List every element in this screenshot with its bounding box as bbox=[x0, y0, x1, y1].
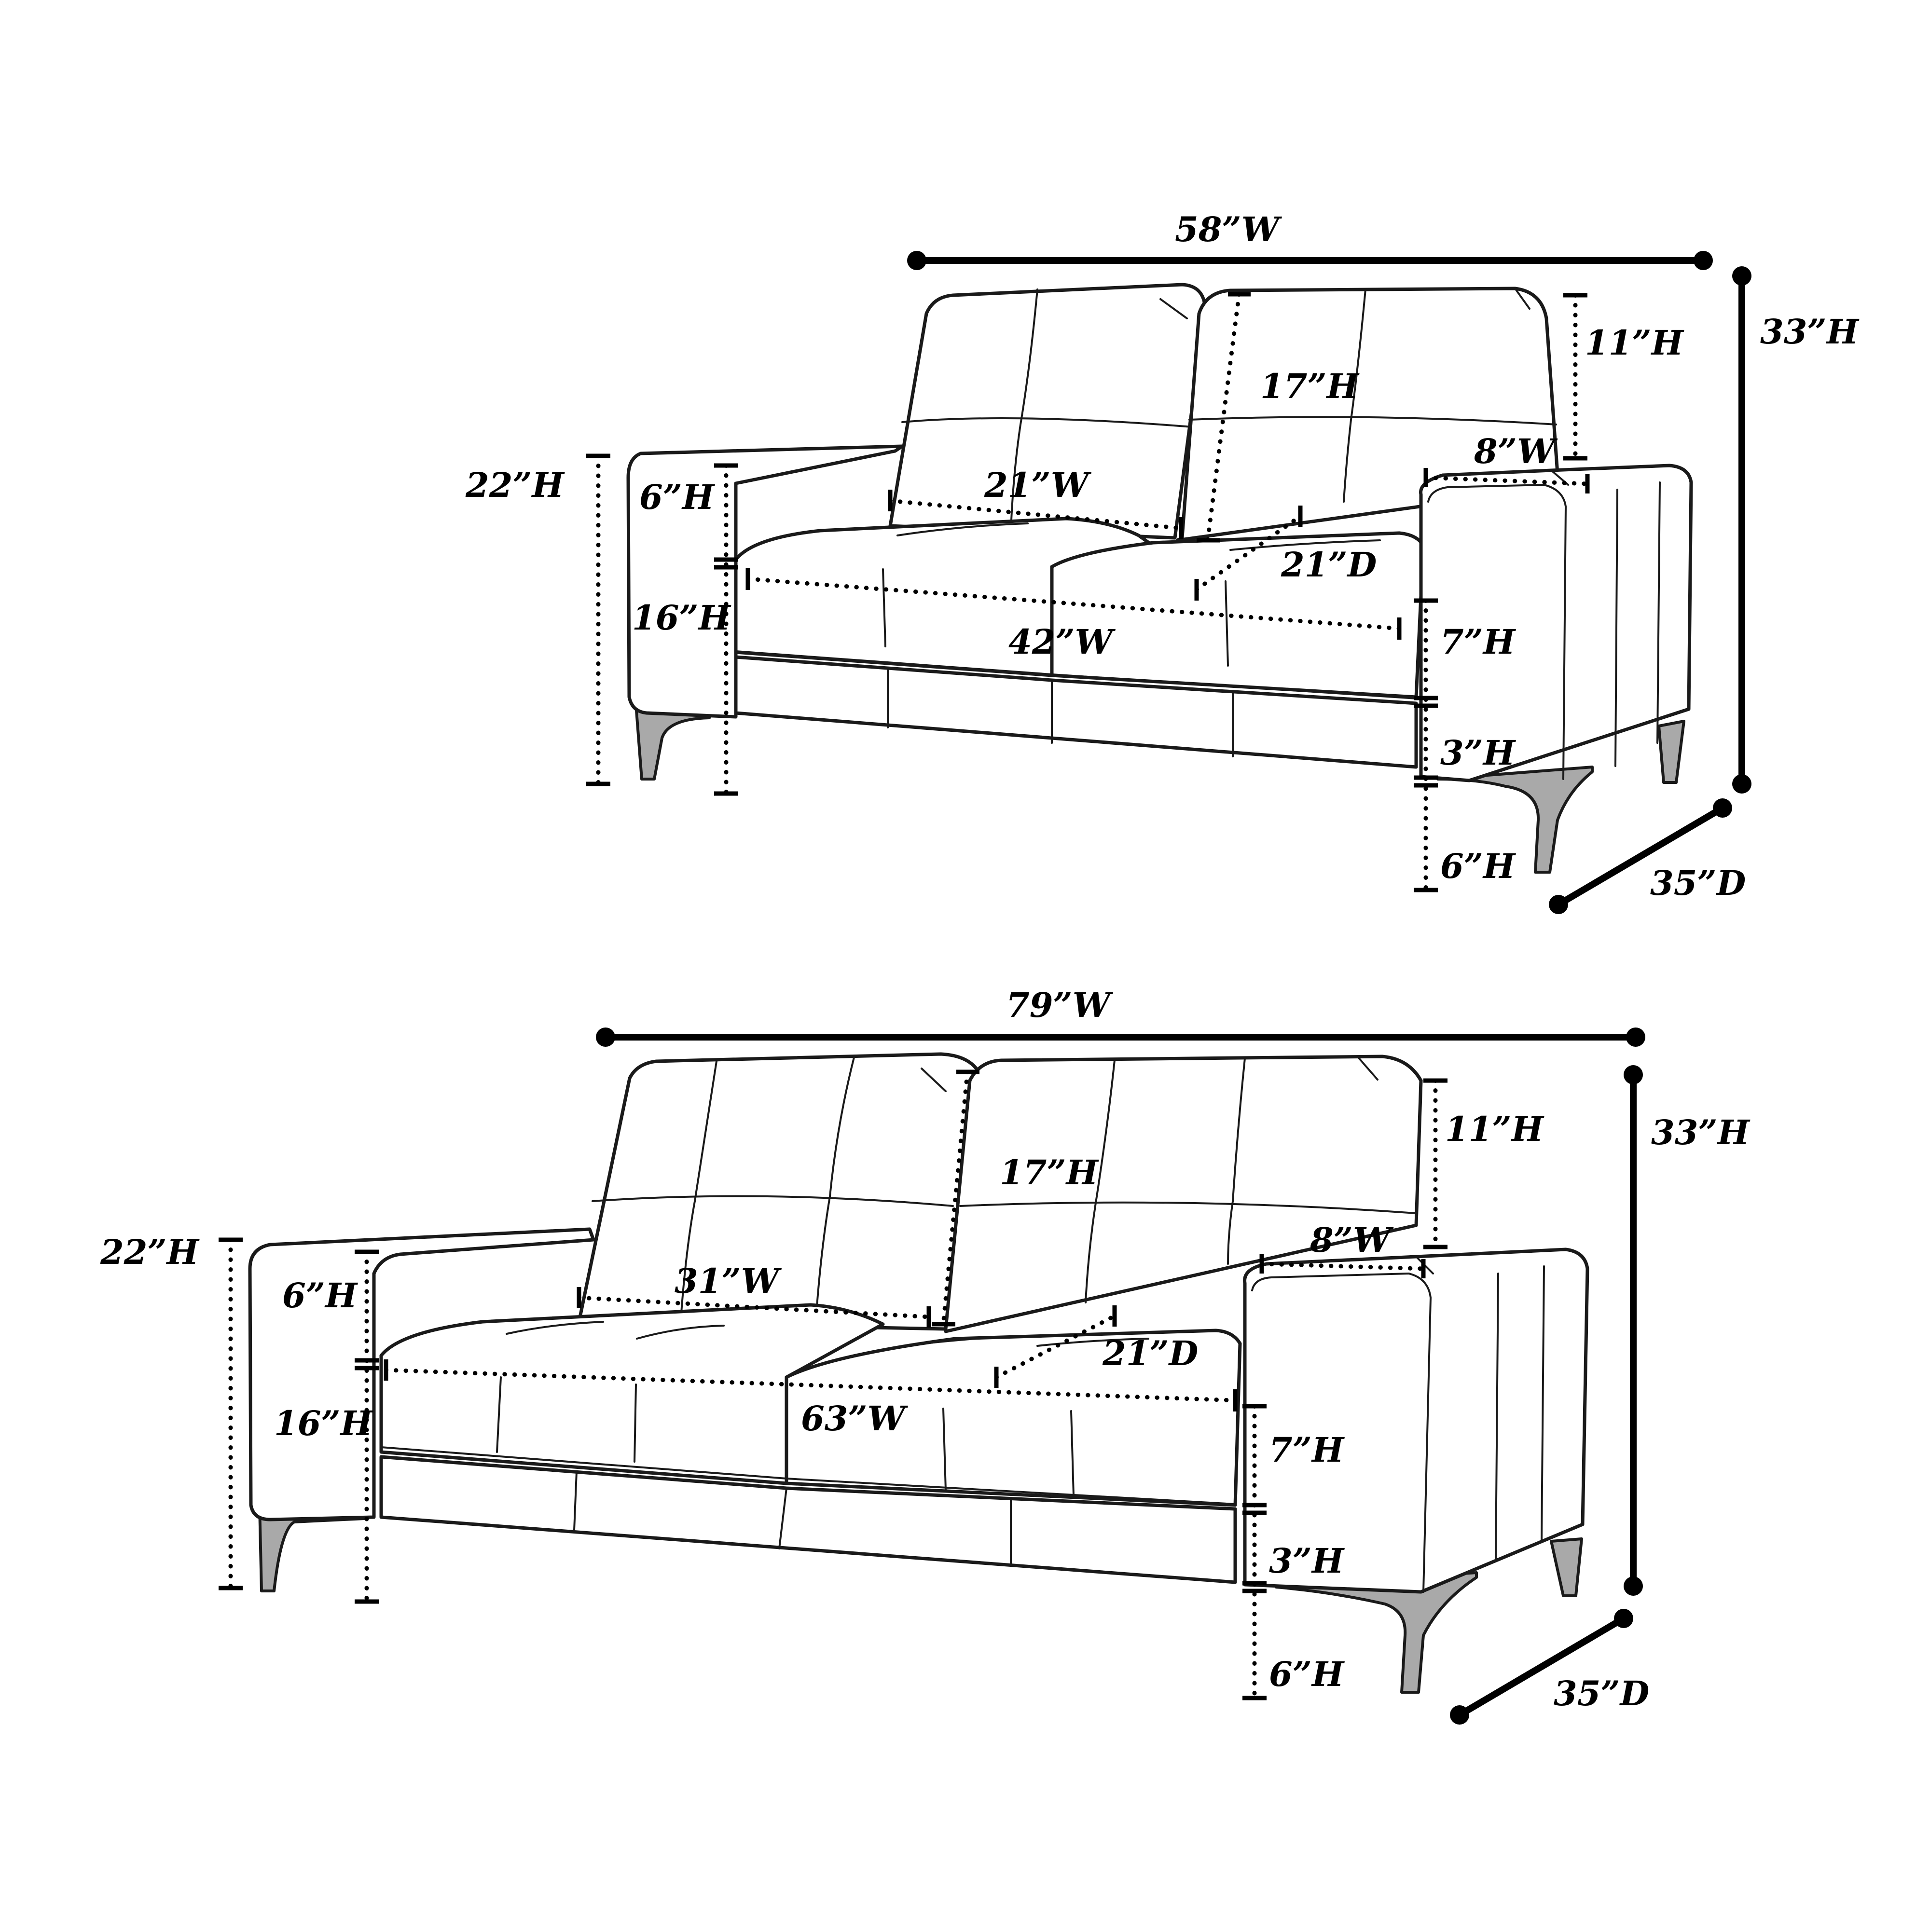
loveseat-leg-front-right bbox=[1436, 766, 1594, 874]
sofa-arm-width-label: 8”W bbox=[1310, 1220, 1394, 1260]
sofa-labels: 79”W 33”H 11”H 17”H 8”W 22”H 6”H 31”W 21… bbox=[100, 985, 1751, 1713]
loveseat-overall-width-label: 58”W bbox=[1175, 209, 1282, 249]
loveseat-seat-height-label: 16”H bbox=[632, 598, 731, 638]
sofa-leg-height-label: 6”H bbox=[1269, 1654, 1345, 1694]
sofa-overall-depth-label: 35”D bbox=[1554, 1673, 1650, 1713]
loveseat-seat-width-label: 42”W bbox=[1008, 622, 1116, 662]
loveseat-right-arm bbox=[1419, 464, 1693, 782]
sofa-arm-height-label: 22”H bbox=[100, 1232, 200, 1272]
loveseat-dimensions bbox=[586, 251, 1751, 914]
sofa-leg-front-left bbox=[258, 1504, 368, 1592]
loveseat-cushion-thickness-label: 7”H bbox=[1440, 622, 1516, 662]
sofa-base-thickness-label: 3”H bbox=[1269, 1541, 1345, 1581]
sofa-base bbox=[379, 1455, 1237, 1584]
sofa-seat-depth-label: 21”D bbox=[1102, 1333, 1199, 1373]
loveseat-arm-width-label: 8”W bbox=[1474, 431, 1558, 471]
sofa-overall-height-label: 33”H bbox=[1651, 1112, 1751, 1152]
sofa-back-top-height-label: 11”H bbox=[1445, 1109, 1544, 1149]
loveseat-labels: 58”W 33”H 11”H 17”H 8”W 22”H 6”H 21”W 21… bbox=[465, 209, 1860, 903]
sofa-left-arm bbox=[248, 1227, 595, 1521]
loveseat-arm-above-seat-label: 6”H bbox=[639, 477, 715, 517]
sofa-cushion-thickness-label: 7”H bbox=[1269, 1430, 1345, 1470]
sofa-back-cushion-height-label: 17”H bbox=[1000, 1152, 1099, 1192]
loveseat-base bbox=[734, 655, 1418, 769]
loveseat-drawing bbox=[626, 283, 1693, 874]
loveseat-back-cushion-height-label: 17”H bbox=[1260, 366, 1360, 406]
loveseat-overall-depth-label: 35”D bbox=[1650, 863, 1746, 903]
sofa-back-cushion-width-label: 31”W bbox=[675, 1261, 782, 1301]
loveseat-leg-height-label: 6”H bbox=[1440, 846, 1516, 886]
sofa-seat-width-label: 63”W bbox=[801, 1398, 909, 1439]
sofa-overall-width-label: 79”W bbox=[1006, 985, 1114, 1025]
sofa-seat-cushion-left bbox=[379, 1303, 885, 1485]
loveseat-arm-height-label: 22”H bbox=[465, 465, 565, 505]
loveseat-overall-height-label: 33”H bbox=[1760, 312, 1860, 352]
loveseat-seat-depth-label: 21”D bbox=[1281, 545, 1377, 585]
sofa-right-arm bbox=[1243, 1247, 1589, 1594]
loveseat-base-thickness-label: 3”H bbox=[1440, 733, 1516, 773]
loveseat-leg-back-right bbox=[1657, 720, 1685, 784]
sofa-leg-front-right bbox=[1275, 1571, 1478, 1694]
loveseat-back-cushion-width-label: 21”W bbox=[984, 465, 1092, 505]
sofa-back-cushion-left bbox=[577, 1052, 981, 1331]
sofa-dimensions bbox=[219, 1028, 1645, 1725]
sofa-drawing bbox=[248, 1052, 1589, 1694]
loveseat-left-arm bbox=[626, 444, 904, 719]
loveseat-back-top-height-label: 11”H bbox=[1585, 323, 1684, 363]
sofa-leg-back-right bbox=[1550, 1537, 1583, 1597]
sofa-seat-height-label: 16”H bbox=[274, 1403, 373, 1443]
sofa-arm-above-seat-label: 6”H bbox=[282, 1275, 358, 1315]
loveseat-leg-front-left bbox=[634, 703, 716, 781]
